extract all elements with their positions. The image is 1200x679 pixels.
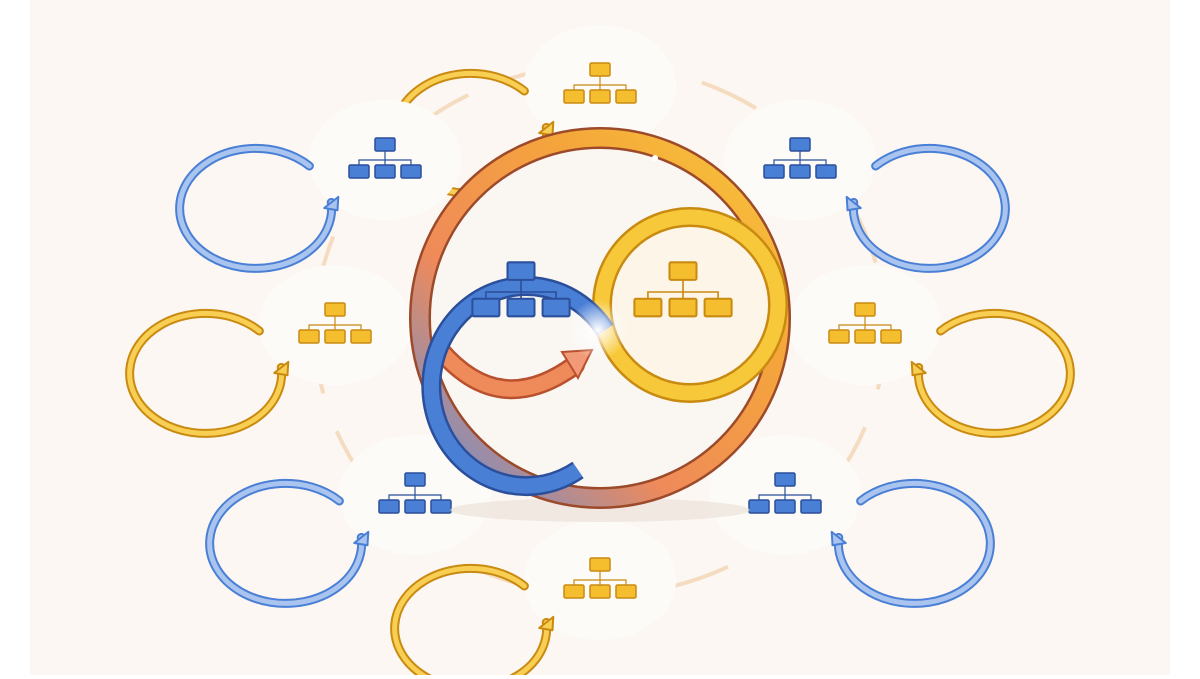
org-chart-icon bbox=[298, 302, 372, 344]
org-chart-icon bbox=[563, 62, 637, 104]
central-infinity-loop bbox=[409, 127, 791, 522]
satellite-node-bottom-left bbox=[205, 435, 491, 608]
satellite-node-bottom bbox=[390, 520, 676, 679]
org-chart-icon bbox=[828, 302, 902, 344]
satellite-node-top-right bbox=[724, 100, 1010, 273]
satellite-node-bottom-right bbox=[709, 435, 995, 608]
cycle-arrow-icon bbox=[830, 530, 847, 547]
org-chart-icon bbox=[471, 261, 571, 318]
cycle-arrow-icon bbox=[273, 360, 290, 377]
cycle-arrow-icon bbox=[845, 195, 862, 212]
org-chart-icon bbox=[563, 557, 637, 599]
cycle-arrow-icon bbox=[910, 360, 927, 377]
satellite-node-right bbox=[789, 265, 1075, 438]
cycle-arrow-icon bbox=[353, 530, 370, 547]
org-chart-icon bbox=[633, 261, 733, 318]
org-chart-icon bbox=[378, 472, 452, 514]
cycle-arrow-icon bbox=[538, 615, 555, 632]
cycle-arrow-icon bbox=[323, 195, 340, 212]
org-chart-icon bbox=[748, 472, 822, 514]
org-chart-icon bbox=[763, 137, 837, 179]
satellite-node-left bbox=[125, 265, 411, 438]
satellite-node-top-left bbox=[175, 100, 461, 273]
cycle-arrow-icon bbox=[538, 120, 555, 137]
org-chart-icon bbox=[348, 137, 422, 179]
